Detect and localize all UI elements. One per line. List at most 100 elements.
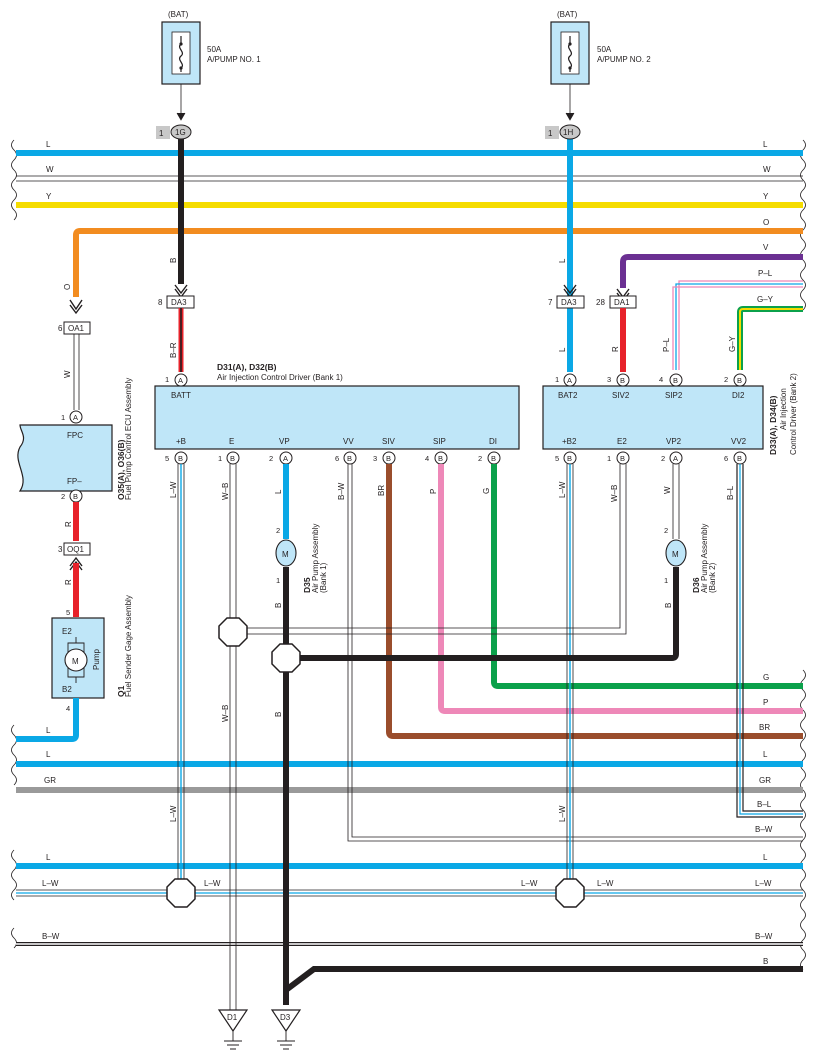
motor-d36-pin-bottom: 1	[664, 576, 668, 585]
rbot-num-1: 5	[555, 454, 559, 463]
junction-1G-pin: 1	[159, 129, 164, 138]
fuse-1-rating: 50A	[207, 45, 222, 54]
rbot-label-E2: E2	[617, 437, 627, 446]
connector-DA1: 28 DA1	[596, 295, 637, 309]
wire-label-BR-vert: BR	[377, 485, 386, 496]
right-driver-subtitle-2: Control Driver (Bank 2)	[789, 373, 798, 455]
wire-label-B-d36: B	[664, 603, 673, 608]
wire-label-G-right: G	[763, 673, 769, 682]
junction-1H: 1 1H	[545, 124, 581, 140]
splice-LW-left	[166, 878, 196, 908]
wire-label-P-vert: P	[429, 489, 438, 494]
pump-motor-m: M	[72, 657, 79, 666]
junction-1H-code: 1H	[563, 128, 573, 137]
connector-DA3-right-pin: 7	[548, 298, 553, 307]
wire-WB-left	[229, 464, 237, 1010]
wire-label-B-bus: B	[763, 957, 768, 966]
fuse-1-supply: (BAT)	[168, 10, 189, 19]
pin-label-E: E	[229, 437, 234, 446]
wire-label-BW-vert: B–W	[337, 482, 346, 500]
wire-label-BL-vert: B–L	[726, 485, 735, 500]
ecu-top-pin-num: 1	[61, 413, 65, 422]
splice-E	[218, 617, 248, 647]
wire-label-W-right: W	[763, 165, 771, 174]
rbot-conn-2: B	[620, 454, 625, 463]
pin-conn-DI: B	[491, 454, 496, 463]
wire-label-LW-h1: L–W	[204, 879, 221, 888]
arrow-b-feed	[174, 284, 188, 299]
fuse-2-name: A/PUMP NO. 2	[597, 55, 651, 64]
motor-d36-name: Air Pump Assembly	[700, 524, 709, 593]
wire-label-PL: P–L	[758, 269, 773, 278]
rtop-num-2: 3	[607, 375, 611, 384]
connector-DA3-left-code: DA3	[171, 298, 187, 307]
pump-pin-bottom: 4	[66, 704, 70, 713]
wire-label-PL-vert: P–L	[662, 337, 671, 352]
wire-label-LW-right-low: L–W	[558, 805, 567, 822]
wire-label-LW-right: L–W	[755, 879, 772, 888]
wire-label-B-ground: B	[274, 712, 283, 717]
wire-W-ecu	[73, 334, 80, 410]
junction-1G: 1 1G	[156, 124, 192, 140]
wire-label-GY-vert: G–Y	[728, 335, 737, 352]
ecu-name: Fuel Pump Control ECU Assembly	[124, 378, 133, 500]
pin-conn-SIP: B	[438, 454, 443, 463]
wire-label-B-feed-1: B	[169, 258, 178, 263]
rtop-label-SIP2: SIP2	[665, 391, 683, 400]
pump-pin-top: 5	[66, 608, 70, 617]
wire-L-pump	[16, 698, 79, 742]
fuse-1-name: A/PUMP NO. 1	[207, 55, 261, 64]
junction-1G-code: 1G	[175, 128, 186, 137]
connector-DA1-pin: 28	[596, 298, 605, 307]
right-driver-top-pins: 1 A BAT2 3 B SIV2 4 B SIP2 2 B DI2	[555, 373, 747, 400]
left-driver-batt-label: BATT	[171, 391, 191, 400]
pump-label: Pump	[92, 649, 101, 670]
left-driver-subtitle: Air Injection Control Driver (Bank 1)	[217, 373, 343, 382]
wire-label-BR: B–R	[169, 342, 178, 358]
motor-d36-bank: (Bank 2)	[708, 562, 717, 593]
connector-OA1: 6 OA1	[58, 321, 91, 335]
fuse-1: (BAT) 50A A/PUMP NO. 1	[161, 10, 261, 85]
wire-O	[73, 228, 803, 297]
pin-conn-VP: A	[283, 454, 288, 463]
right-driver-subtitle-1: Air Injection	[779, 388, 788, 430]
arrow-o-wire	[69, 299, 83, 315]
motor-d36-code: D36	[691, 577, 701, 593]
fuse-2: (BAT) 50A A/PUMP NO. 2	[550, 10, 651, 85]
ground-D1: D1	[217, 1009, 249, 1050]
pin-num-plusB: 5	[165, 454, 169, 463]
connector-OQ1: 3 OQ1	[58, 542, 91, 556]
wire-label-W-left: W	[46, 165, 54, 174]
splice-LW-right	[555, 878, 585, 908]
left-driver-box	[154, 385, 520, 450]
motor-d35-bank: (Bank 1)	[319, 562, 328, 593]
wire-BL-vv2	[736, 464, 803, 818]
rtop-label-SIV2: SIV2	[612, 391, 630, 400]
pump-motor-icon	[64, 648, 88, 672]
rtop-conn-2: B	[620, 376, 625, 385]
sheet-break-marks	[11, 139, 806, 971]
pin-num-VP: 2	[269, 454, 273, 463]
wire-label-LW-left-low: L–W	[169, 805, 178, 822]
wire-label-WB-right: W–B	[610, 485, 619, 502]
wire-label-V: V	[763, 243, 769, 252]
right-driver-title: D33(A), D34(B)	[768, 395, 778, 455]
left-driver-top-pin: 1 A BATT	[165, 373, 191, 400]
wire-label-O-right: O	[763, 218, 769, 227]
pump-name: Fuel Sender Gage Assembly	[124, 595, 133, 697]
rtop-num-1: 1	[555, 375, 559, 384]
wire-label-GY: G–Y	[757, 295, 774, 304]
right-driver-caption: D33(A), D34(B) Air Injection Control Dri…	[768, 373, 798, 455]
rbot-num-2: 1	[607, 454, 611, 463]
pump-code: Q1	[116, 685, 126, 697]
pin-num-DI: 2	[478, 454, 482, 463]
rbot-label-plusB2: +B2	[562, 437, 577, 446]
wire-B-bus	[284, 966, 803, 993]
pin-conn-SIV: B	[386, 454, 391, 463]
wire-label-LW-right-top: L–W	[558, 481, 567, 498]
wire-label-BW2-right: B–W	[755, 932, 773, 941]
wire-BW-vv	[347, 464, 803, 842]
rtop-conn-1: A	[567, 376, 572, 385]
wire-label-L3-left: L	[46, 853, 51, 862]
ground-D3-label: D3	[280, 1013, 291, 1022]
